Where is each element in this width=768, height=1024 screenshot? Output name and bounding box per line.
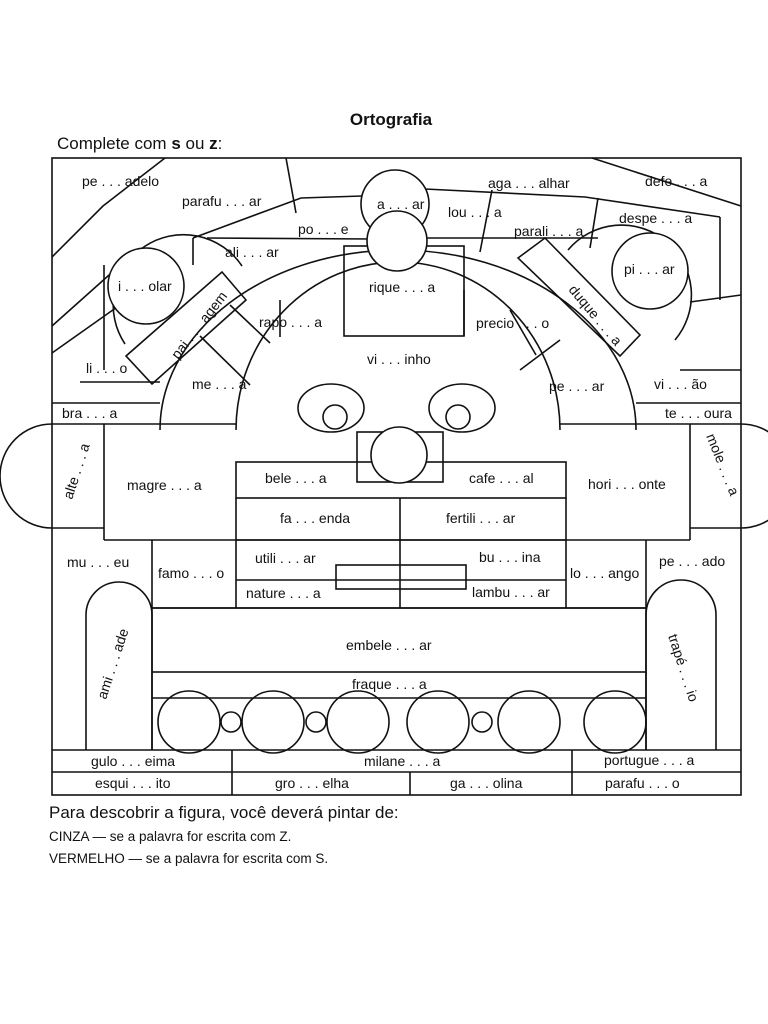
- figure-outlines: [0, 157, 768, 796]
- word-portuguesa: portugue . . . a: [604, 752, 694, 768]
- word-gasolina: ga . . . olina: [450, 775, 523, 791]
- word-pisar: pi . . . ar: [624, 261, 675, 277]
- word-braza: bra . . . a: [62, 405, 117, 421]
- letter-z: z: [209, 134, 218, 153]
- word-riqueza: rique . . . a: [369, 279, 435, 295]
- word-fazenda: fa . . . enda: [280, 510, 350, 526]
- word-defesa: defe . . . a: [645, 173, 707, 189]
- instruction-connector: ou: [180, 134, 210, 153]
- word-natureza: nature . . . a: [246, 585, 321, 601]
- word-pesadelo: pe . . . adelo: [82, 173, 159, 189]
- footer-cinza: CINZA — se a palavra for escrita com Z.: [49, 829, 292, 844]
- word-pose: po . . . e: [298, 221, 349, 237]
- footer-vermelho: VERMELHO — se a palavra for escrita com …: [49, 851, 329, 866]
- letter-s: s: [171, 134, 181, 153]
- instruction-prefix: Complete com: [57, 134, 172, 153]
- word-alteza: alte . . . a: [60, 441, 93, 501]
- word-cafezal: cafe . . . al: [469, 470, 534, 486]
- instruction-suffix: :: [217, 134, 223, 153]
- word-moleza: mole . . . a: [703, 431, 742, 498]
- word-museu: mu . . . eu: [67, 554, 129, 570]
- word-visao: vi . . . ão: [654, 376, 707, 392]
- word-magreza: magre . . . a: [127, 477, 202, 493]
- word-utilizar: utili . . . ar: [255, 550, 316, 566]
- word-mesa: me . . . a: [192, 376, 247, 392]
- word-trapezio: trapé . . . io: [665, 632, 702, 704]
- word-lambuzar: lambu . . . ar: [472, 584, 550, 600]
- word-tesoura: te . . . oura: [665, 405, 732, 421]
- word-asar: a . . . ar: [377, 196, 425, 212]
- word-buzina: bu . . . ina: [479, 549, 541, 565]
- word-milanesa: milane . . . a: [364, 753, 440, 769]
- word-parafusar: parafu . . . ar: [182, 193, 262, 209]
- word-gulozeima: gulo . . . eima: [91, 753, 175, 769]
- word-precioso: precio . . . o: [476, 315, 549, 331]
- outer-frame: [51, 157, 742, 796]
- word-famoso: famo . . . o: [158, 565, 224, 581]
- word-despesa: despe . . . a: [619, 210, 692, 226]
- word-fertilizar: fertili . . . ar: [446, 510, 516, 526]
- word-groselha: gro . . . elha: [275, 775, 349, 791]
- word-amizade: ami . . . ade: [94, 626, 132, 701]
- word-horizonte: hori . . . onte: [588, 476, 666, 492]
- word-alisar: ali . . . ar: [225, 244, 279, 260]
- word-fraqueza: fraque . . . a: [352, 676, 427, 692]
- footer-lead: Para descobrir a figura, você deverá pin…: [49, 803, 399, 822]
- word-raposa: rapo . . . a: [259, 314, 322, 330]
- word-duquesa: duque . . . a: [566, 282, 626, 349]
- word-isolar: i . . . olar: [118, 278, 172, 294]
- word-embelezar: embele . . . ar: [346, 637, 432, 653]
- word-pesado: pe . . . ado: [659, 553, 725, 569]
- word-liso: li . . . o: [86, 360, 127, 376]
- word-vizinho: vi . . . inho: [367, 351, 431, 367]
- page-title: Ortografia: [349, 110, 433, 129]
- word-paralisa: parali . . . a: [514, 223, 583, 239]
- instruction: Complete com s ou z:: [57, 134, 222, 154]
- word-losango: lo . . . ango: [570, 565, 639, 581]
- word-beleza: bele . . . a: [265, 470, 327, 486]
- word-parafuso: parafu . . . o: [605, 775, 680, 791]
- word-agasalhar: aga . . . alhar: [488, 175, 570, 191]
- word-esquisito: esqui . . . ito: [95, 775, 171, 791]
- word-louca: lou . . . a: [448, 204, 502, 220]
- word-pesar: pe . . . ar: [549, 378, 605, 394]
